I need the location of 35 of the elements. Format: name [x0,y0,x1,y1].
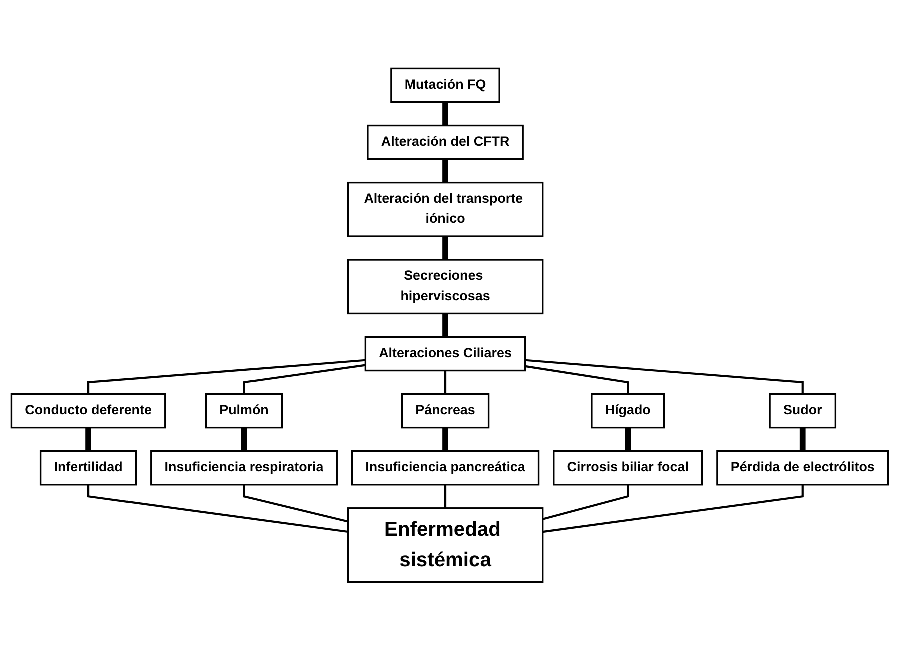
node-box: Conducto deferente [10,393,166,429]
connector [243,484,348,523]
connector [243,364,366,394]
connector [444,370,447,394]
node-box: Cirrosis biliar focal [553,450,704,486]
connector [442,102,448,126]
node-box: Pérdida de electrólitos [716,450,890,486]
node-box: Sudor [769,393,837,429]
node-box: Alteraciones Ciliares [364,336,526,372]
node-box: Insuficiencia pancreática [351,450,540,486]
connector [525,359,804,394]
connector [800,428,806,452]
connector [625,428,632,452]
node-box: Páncreas [401,393,490,429]
connector [442,314,448,338]
connector [88,359,366,394]
connector [442,428,448,452]
node-box: Infertilidad [40,450,138,486]
connector [444,484,447,508]
node-box: Insuficiencia respiratoria [150,450,338,486]
connector [86,428,92,452]
connector [442,159,448,183]
connector [88,484,348,534]
node-box: Alteración del transporte iónico [347,182,544,238]
node-box: Alteración del CFTR [367,124,524,160]
connector [241,428,248,452]
connector [542,484,630,520]
node-box: Enfermedad sistémica [347,508,544,584]
connector [542,484,804,534]
node-box: Mutación FQ [390,68,500,104]
node-box: Pulmón [205,393,284,429]
connector [525,365,630,394]
connector [442,236,448,260]
node-box: Secreciones hiperviscosas [347,259,544,315]
node-box: Hígado [591,393,666,429]
